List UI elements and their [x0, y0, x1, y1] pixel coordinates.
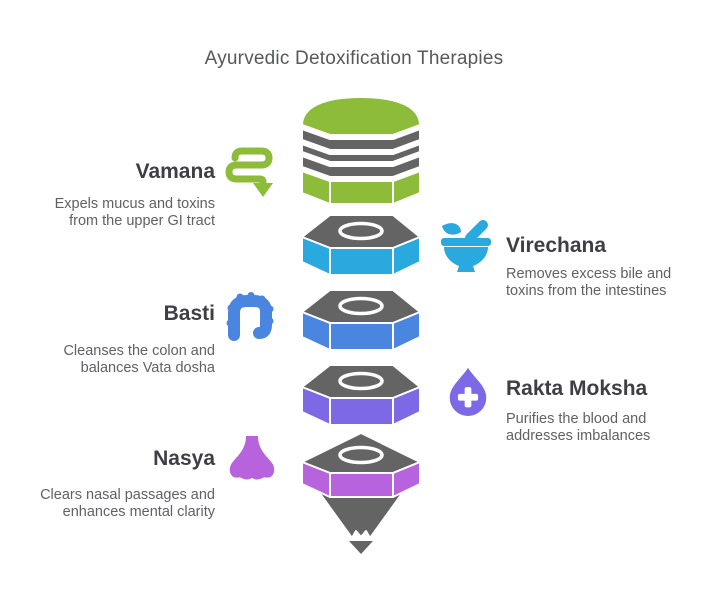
mortar-pestle-icon: [439, 219, 493, 275]
therapy-description-nasya: Clears nasal passages and enhances menta…: [40, 487, 215, 520]
therapy-title-nasya: Nasya: [153, 447, 215, 470]
therapy-title-vamana: Vamana: [135, 160, 215, 183]
therapy-description-virechana: Removes excess bile and toxins from the …: [506, 266, 672, 299]
funnel-layer-rakta-moksha: [301, 364, 421, 426]
therapy-title-virechana: Virechana: [506, 234, 607, 257]
funnel-layer-basti: [301, 289, 421, 351]
funnel-layer-virechana: [301, 214, 421, 276]
colon-icon: [226, 292, 274, 342]
therapy-title-rakta-moksha: Rakta Moksha: [506, 377, 648, 400]
funnel-layer-vamana: [301, 96, 421, 205]
nose-icon: [227, 434, 277, 486]
blood-drop-icon: [447, 366, 489, 416]
therapy-description-vamana: Expels mucus and toxins from the upper G…: [54, 196, 215, 229]
therapy-description-basti: Cleanses the colon and balances Vata dos…: [63, 343, 215, 376]
therapy-description-rakta-moksha: Purifies the blood and addresses imbalan…: [506, 411, 651, 444]
zigzag-arrow-icon: [223, 145, 277, 201]
therapy-title-basti: Basti: [163, 302, 215, 325]
funnel-drip-arrow: [349, 541, 373, 554]
funnel-diagram: [301, 96, 421, 554]
page-title: Ayurvedic Detoxification Therapies: [204, 48, 504, 69]
funnel-layer-nasya: [301, 432, 421, 554]
